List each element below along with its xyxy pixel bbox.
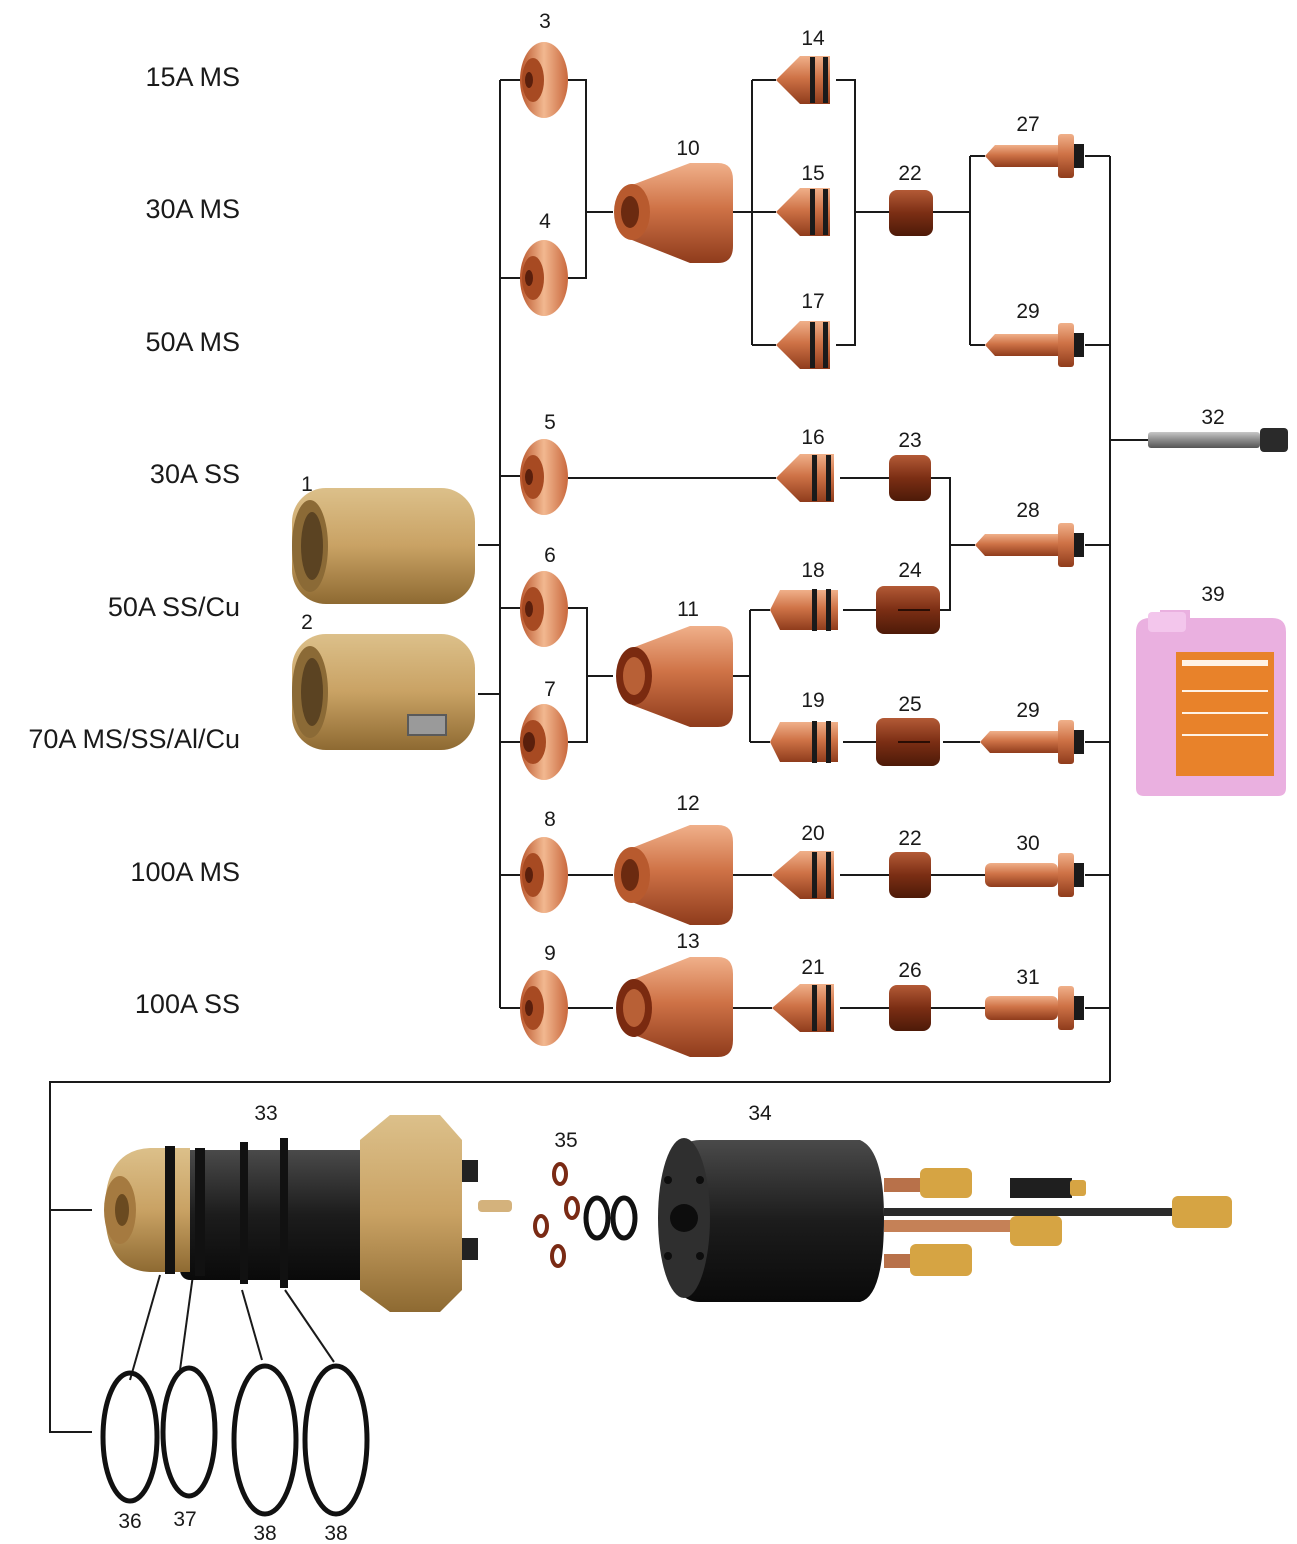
part-number: 37 <box>173 1508 196 1531</box>
swirl-ring-icon <box>889 190 933 236</box>
part-number: 32 <box>1201 406 1224 429</box>
part-number: 20 <box>801 822 824 845</box>
current-labels: 15A MS 30A MS 50A MS 30A SS 50A SS/Cu 70… <box>28 62 240 1019</box>
part-number: 33 <box>254 1102 277 1125</box>
part-number: 12 <box>676 792 699 815</box>
o-ring-icon <box>163 1368 215 1496</box>
part-number: 39 <box>1201 583 1224 606</box>
part-number: 3 <box>539 10 551 33</box>
part-number: 5 <box>544 411 556 434</box>
row-label-50a-ms: 50A MS <box>145 327 240 357</box>
electrode-icon <box>985 986 1084 1030</box>
torch-head-icon <box>104 1115 512 1312</box>
part-number: 4 <box>539 210 551 233</box>
nozzle-icon <box>776 188 830 236</box>
shield-cap-icon <box>616 957 733 1057</box>
shield-icon <box>520 240 568 316</box>
coolant-canister-icon <box>1136 610 1286 796</box>
swirl-ring-icon <box>876 586 940 634</box>
shield-cap-icon <box>614 163 733 263</box>
nozzle-icon <box>776 454 834 502</box>
swirl-ring-icon <box>876 718 940 766</box>
part-number: 6 <box>544 544 556 567</box>
shield-icon <box>520 704 568 780</box>
part-number: 36 <box>118 1510 141 1533</box>
part-number: 2 <box>301 611 313 634</box>
swirl-ring-icon <box>889 455 931 501</box>
coolant-tube-icon <box>1148 428 1288 452</box>
part-number: 15 <box>801 162 824 185</box>
part-number: 13 <box>676 930 699 953</box>
row-label-30a-ss: 30A SS <box>150 459 240 489</box>
part-number: 11 <box>677 598 699 621</box>
o-ring-icon <box>103 1373 157 1501</box>
row-label-15a-ms: 15A MS <box>145 62 240 92</box>
row-label-70a: 70A MS/SS/Al/Cu <box>28 724 240 754</box>
part-number: 22 <box>898 162 921 185</box>
retaining-cap-icon <box>292 634 475 750</box>
part-number: 35 <box>554 1129 577 1152</box>
part-number: 10 <box>676 137 699 160</box>
o-ring-icon <box>535 1164 635 1266</box>
nozzle-icon <box>770 589 838 631</box>
part-number: 9 <box>544 942 556 965</box>
part-number: 18 <box>801 559 824 582</box>
part-number: 29 <box>1016 699 1039 722</box>
shield-icon <box>520 970 568 1046</box>
shield-icon <box>520 439 568 515</box>
o-ring-icon <box>305 1366 367 1514</box>
shield-cap-icon <box>616 626 733 727</box>
part-number: 28 <box>1016 499 1039 522</box>
part-number: 19 <box>801 689 824 712</box>
row-label-100a-ms: 100A MS <box>130 857 240 887</box>
part-number: 34 <box>748 1102 772 1125</box>
electrode-icon <box>980 720 1084 764</box>
electrode-icon <box>985 323 1084 367</box>
part-number: 31 <box>1016 966 1039 989</box>
part-number: 8 <box>544 808 556 831</box>
torch-body-icon <box>658 1138 1232 1480</box>
swirl-ring-icon <box>889 985 931 1031</box>
part-number: 26 <box>898 959 921 982</box>
nozzle-icon <box>776 56 830 104</box>
part-number: 14 <box>801 27 825 50</box>
part-number: 16 <box>801 426 824 449</box>
part-number: 30 <box>1016 832 1039 855</box>
nozzle-icon <box>772 984 834 1032</box>
part-number: 29 <box>1016 300 1039 323</box>
part-number: 38 <box>324 1522 347 1544</box>
shield-icon <box>520 837 568 913</box>
electrode-icon <box>975 523 1084 567</box>
electrode-icon <box>985 134 1084 178</box>
shield-icon <box>520 571 568 647</box>
row-label-50a-ss-cu: 50A SS/Cu <box>108 592 240 622</box>
part-number: 7 <box>544 678 556 701</box>
part-number: 22 <box>898 827 921 850</box>
part-number: 27 <box>1016 113 1039 136</box>
shield-cap-icon <box>614 825 733 925</box>
swirl-ring-icon <box>889 852 931 898</box>
part-number: 38 <box>253 1522 276 1544</box>
part-number: 17 <box>801 290 824 313</box>
nozzle-icon <box>772 851 834 899</box>
row-label-100a-ss: 100A SS <box>135 989 240 1019</box>
part-number: 21 <box>801 956 824 979</box>
retaining-cap-icon <box>292 488 475 604</box>
electrode-icon <box>985 853 1084 897</box>
part-number: 24 <box>898 559 922 582</box>
row-label-30a-ms: 30A MS <box>145 194 240 224</box>
part-number: 25 <box>898 693 921 716</box>
o-ring-icon <box>234 1366 296 1514</box>
part-number: 1 <box>301 473 313 496</box>
shield-icon <box>520 42 568 118</box>
part-number: 23 <box>898 429 921 452</box>
nozzle-icon <box>776 321 830 369</box>
nozzle-icon <box>770 721 838 763</box>
